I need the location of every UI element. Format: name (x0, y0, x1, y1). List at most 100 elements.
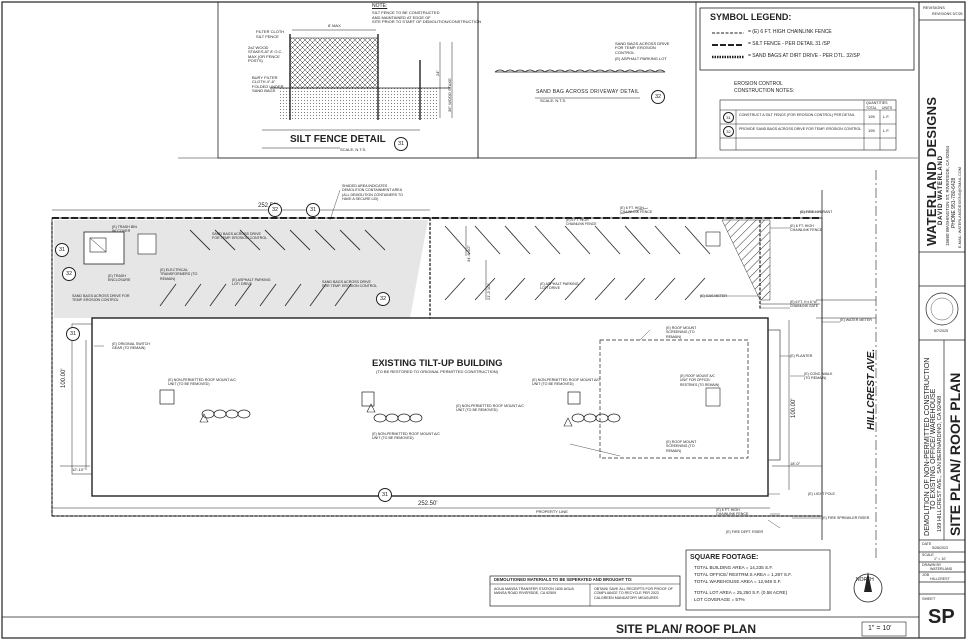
drawn-by-label: DRAWN BY (922, 563, 942, 567)
sand-bag-label-2: (E) ASPHALT PARKING LOT (615, 56, 667, 61)
detail-ref-32: 32 (376, 292, 390, 306)
callout-fire-hydrant: (E) FIRE HYDRANT (800, 210, 833, 214)
firm-name: WATERLAND DESIGNS (924, 96, 939, 246)
revision-note: REVISIONS 5/7/25 (932, 12, 963, 16)
firm-email: E-MAIL: WATERLANDDESIGNS@GMAIL.COM (958, 167, 962, 248)
erosion-row-number: 32 (723, 126, 734, 137)
callout-shaded-area: SHADED AREA INDICATES DEMOLITION CONTAIN… (342, 184, 403, 202)
dim-mid-a: 34'-6 1/2" (466, 245, 471, 262)
dim-24: 24" (435, 70, 440, 76)
callout-conc-walk: (E) CONC. WALK (TO REMAIN) (804, 372, 833, 381)
sheet-title-vertical: SITE PLAN/ ROOF PLAN (947, 372, 963, 536)
label-filter-cloth: FILTER CLOTH (256, 29, 285, 34)
detail-number-32: 32 (651, 90, 665, 104)
note-heading: NOTE: (372, 3, 388, 9)
sqft-line: TOTAL BUILDING AREA = 14,235 S.F. (694, 565, 773, 570)
callout-asphalt-right: (E) ASPHALT PARKING LOT/ DRIVE (540, 282, 579, 291)
street-name: HILLCREST AVE. (866, 348, 877, 430)
callout-fire-dept-riser: (E) FIRE DEPT. RISER (726, 530, 764, 534)
dim-top: 252.50' (258, 203, 278, 210)
detail-ref-32: 32 (268, 203, 282, 217)
callout-sand-bags-top: SAND BAGS ACROSS DRIVE FOR TEMP. EROSION… (212, 232, 268, 241)
callout-trash-enclosure: (E) TRASH ENCLOSURE (108, 274, 131, 283)
stamp-date: 6/7/2025 (934, 329, 948, 333)
sqft-line: LOT COVERAGE = 57% (694, 597, 745, 602)
legend-item: = SAND BAGS AT DIRT DRIVE - PER DTL. 32/… (748, 53, 861, 59)
scale-value: 1" = 10' (934, 557, 947, 561)
sqft-line: TOTAL OFFICE/ RESTRM.S AREA = 1,287 S.F. (694, 572, 792, 577)
detail-ref-31: 31 (55, 243, 69, 257)
firm-phone: PHONE 951-780-6428 (951, 177, 957, 228)
callout-switch-gear: (E) ORIGINAL SWITCH GEAR (TO REMAIN) (112, 342, 151, 351)
dim-right: 100.00' (791, 398, 797, 419)
callout-roof-screen-top: (E) ROOF MOUNT SCREENING (TO REMAIN) (666, 326, 697, 339)
property-line-label: PROPERTY LINE (536, 509, 568, 514)
erosion-row-text: CONSTRUCT A SILT FENCE (FOR EROSION CONT… (739, 113, 855, 117)
sheet-label: SHEET (922, 596, 936, 601)
sand-bag-title: SAND BAG ACROSS DRIVEWAY DETAIL (536, 89, 640, 95)
label-bury: BURY FILTER CLOTH 4"-6" FOLDED UNDER SAN… (252, 75, 284, 94)
callout-ac-unit-right: (E) NON-PERMITTED ROOF MOUNT A/C UNIT (T… (532, 378, 601, 387)
quantities-label: QUANTITIES (866, 101, 888, 105)
callout-ac-unit-left: (E) NON-PERMITTED ROOF MOUNT A/C UNIT (T… (168, 378, 237, 387)
sheet-number: SP (928, 606, 955, 628)
dim-36: 36" WOOD STAKE (447, 78, 452, 112)
silt-fence-title: SILT FENCE DETAIL (290, 134, 386, 145)
legend-item: = (E) 6 FT. HIGH CHAINLINK FENCE (748, 29, 832, 35)
callout-fire-sprinkler: (E) FIRE SPRINKLER RISER (822, 516, 870, 520)
sqft-line: TOTAL WAREHOUSE AREA = 12,948 S.F. (694, 579, 782, 584)
erosion-row-units: L.F. (883, 128, 890, 133)
callout-chainlink-top: (E) 6 FT. HIGH CHAINLINK FENCE (620, 206, 653, 215)
building-title: EXISTING TILT-UP BUILDING (372, 358, 503, 369)
north-label: NORTH (856, 577, 874, 583)
callout-trash-bin: (E) TRASH BIN W/ COVER (112, 225, 137, 234)
erosion-row-units: L.F. (883, 114, 890, 119)
callout-transformers: (E) ELECTRICAL TRANSFORMERS (TO REMAIN) (160, 268, 198, 281)
sand-bag-scale: SCALE: N.T.S. (540, 98, 567, 103)
erosion-row-text: PROVIDE SAND BAGS ACROSS DRIVE FOR TEMP.… (739, 127, 862, 131)
erosion-title-1: EROSION CONTROL (734, 81, 783, 87)
detail-ref-31: 31 (306, 203, 320, 217)
firm-address: 15660 WASHINGTON ST, RIVERSIDE, CA 92504 (945, 145, 950, 246)
callout-chainlink-bottom: (E) 6 FT. HIGH CHAINLINK FENCE (716, 508, 749, 517)
callout-ac-unit-center-b: (E) NON-PERMITTED ROOF MOUNT A/C UNIT (T… (372, 432, 441, 441)
demo-col-2: OBTAIN/ SAVE ALL RECEIPTS FOR PROOF OF C… (594, 587, 673, 600)
label-silt-fence: SILT FENCE (256, 34, 279, 39)
detail-ref-31: 31 (66, 327, 80, 341)
note-line-2: AND MAINTAINED AT EDGE OF (372, 14, 431, 20)
callout-chainlink-right: (E) 6 FT. HIGH CHAINLINK FENCE (790, 224, 823, 233)
drawn-by-value: WATERLAND (930, 567, 953, 571)
sand-bag-label-1: SAND BAGS ACROSS DRIVE FOR TEMP. EROSION… (615, 41, 670, 55)
callout-asphalt-left: (E) ASPHALT PARKING LOT/ DRIVE (232, 278, 271, 287)
building-subtitle: (TO BE RESTORED TO ORIGINAL PERMITTED CO… (376, 369, 499, 374)
units-label: UNITS (882, 105, 893, 110)
erosion-title-2: CONSTRUCTION NOTES: (734, 88, 795, 94)
callout-sand-bags-mid: SAND BAGS ACROSS DRIVE FOR TEMP. EROSION… (322, 280, 378, 289)
erosion-row-number: 31 (723, 112, 734, 123)
callout-gas-meter: (E) GAS METER (700, 294, 727, 298)
sqft-line: TOTAL LOT AREA = 25,250 S.F. (0.58 ACRE) (694, 590, 788, 595)
callout-chainlink-gate: (E) 6 FT. H x 6' W CHAINLINK GATE (790, 300, 819, 309)
legend-item: = SILT FENCE - PER DETAIL 31 /SP (748, 41, 831, 47)
revisions-label: REVISIONS (923, 5, 945, 10)
note-line-3: SITE PRIOR TO START OF DEMOLITION/CONSTR… (372, 19, 481, 24)
demo-title: DEMOLITIONED MATERIALS TO BE SEPERATED A… (494, 577, 633, 582)
scale-label: SCALE (922, 553, 934, 557)
silt-fence-scale: SCALE: N.T.S. (340, 147, 367, 152)
dim-left-setback: 12'-10" (72, 467, 85, 472)
designer-name: DAVID WATERLAND (938, 155, 944, 225)
sqft-title: SQUARE FOOTAGE: (690, 554, 759, 561)
dim-left: 100.00' (61, 368, 67, 389)
legend-title: SYMBOL LEGEND: (710, 12, 792, 22)
label-wood-stakes: 2x2 WOOD STAKES AT 8' O.C. MAX (OR FENCE… (248, 45, 283, 64)
erosion-row-total: 195 (868, 114, 875, 119)
note-line-1: SILT FENCE TO BE CONSTRUCTED (372, 10, 440, 15)
callout-swale: (E) 6 FT. HIGH CHAINLINK FENCE (566, 218, 597, 227)
dim-setback: 18'-0" (790, 461, 801, 466)
dim-bottom: 252.50' (418, 501, 438, 507)
job-value: HILLCREST (930, 577, 950, 581)
project-address: 199 HILLCREST AVE., SAN BERNARDINO, CA 9… (937, 395, 943, 532)
footer-title: SITE PLAN/ ROOF PLAN (616, 622, 757, 636)
detail-number-31: 31 (394, 137, 408, 151)
erosion-row-total: 195 (868, 128, 875, 133)
